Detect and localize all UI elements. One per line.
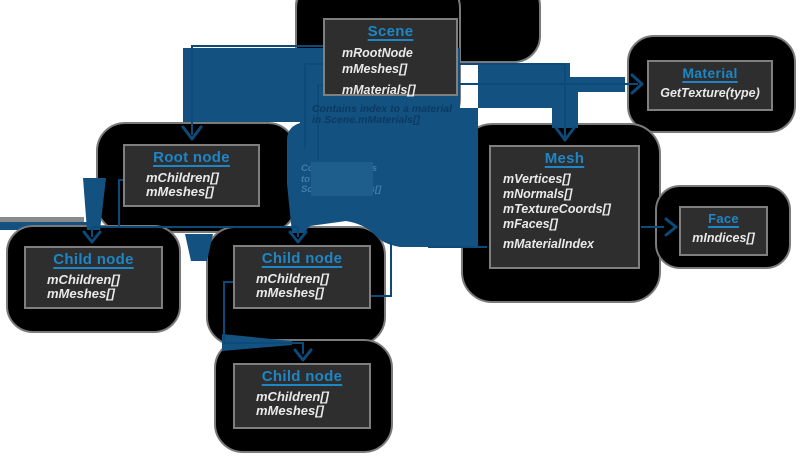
line-rootnode-to-root [191,45,323,135]
child-node-1: Child node mChildren[] mMeshes[] [24,246,163,309]
line-meshes-to-mesh [459,63,566,137]
arrowhead-into-child2-icon [288,230,308,244]
material-members: GetTexture(type) [649,86,771,101]
child1-member-meshes: mMeshes[] [47,286,115,301]
material-title: Material [682,65,738,81]
material-node: Material GetTexture(type) [647,60,773,111]
arrowhead-into-child1-icon [82,230,102,244]
material-member-gettexture: GetTexture(type) [660,86,760,100]
child-node-1-title: Child node [53,251,134,268]
arrowhead-into-mesh-icon [554,126,576,142]
scene-member-meshes: mMeshes[] [342,62,408,76]
child3-member-meshes: mMeshes[] [256,403,324,418]
child1-arrow-blob [83,178,106,230]
mesh-member-vertices: mVertices[] [503,172,571,186]
mesh-member-normals: mNormals[] [503,187,573,201]
child2-member-children: mChildren[] [256,271,329,286]
mesh-members: mVertices[] mNormals[] mTextureCoords[] … [491,172,638,252]
gray-fringe-band [0,217,84,222]
root-member-children: mChildren[] [146,170,219,185]
line-child2-to-child3 [223,281,304,354]
root-member-meshes: mMeshes[] [146,184,214,199]
mesh-member-faces: mFaces[] [503,217,558,231]
scene-member-materials: mMaterials[] [342,83,416,97]
child-node-3-members: mChildren[] mMeshes[] [235,390,369,418]
scene-node: Scene mRootNode mMeshes[] mMaterials[] [323,18,458,98]
face-title: Face [708,211,739,226]
child-node-1-members: mChildren[] mMeshes[] [26,273,161,301]
root-arrow-blob [183,48,302,122]
arrowhead-into-material-icon [630,73,644,95]
child-node-3: Child node mChildren[] mMeshes[] [233,363,371,429]
arrowhead-into-face-icon [664,217,678,237]
line-child2-meshes-up [368,242,392,297]
face-member-indices: mIndices[] [692,231,755,245]
arrowhead-into-root-icon [181,125,203,141]
connector-lines [91,45,664,354]
mesh-member-materialindex: mMaterialIndex [503,237,595,251]
mesh-title: Mesh [544,150,585,167]
annotation-cover-rect [311,162,373,196]
mesh-member-texturecoords: mTextureCoords[] [503,202,611,216]
face-members: mIndices[] [681,231,766,246]
child-node-2-title: Child node [261,250,343,267]
between-children-blob [185,234,213,261]
mesh-node: Mesh mVertices[] mNormals[] mTextureCoor… [489,145,640,269]
annotation-material-index: Contains index to a material in Scene.mM… [312,103,453,126]
root-node: Root node mChildren[] mMeshes[] [123,144,260,207]
child-node-2-members: mChildren[] mMeshes[] [235,272,369,300]
child3-member-children: mChildren[] [256,389,329,404]
central-blob [287,48,478,247]
scene-title: Scene [367,23,414,40]
child-node-2: Child node mChildren[] mMeshes[] [233,245,371,309]
root-node-title: Root node [153,149,230,166]
scene-members: mRootNode mMeshes[] mMaterials[] [325,45,456,98]
arrowhead-into-child3-icon [293,348,313,362]
scene-member-rootnode: mRootNode [342,46,413,60]
root-node-members: mChildren[] mMeshes[] [125,171,258,199]
child-node-3-title: Child node [261,368,343,385]
child2-member-meshes: mMeshes[] [256,285,324,300]
child1-member-children: mChildren[] [47,272,120,287]
line-into-scene-meshes [304,63,329,148]
face-node: Face mIndices[] [679,206,768,256]
